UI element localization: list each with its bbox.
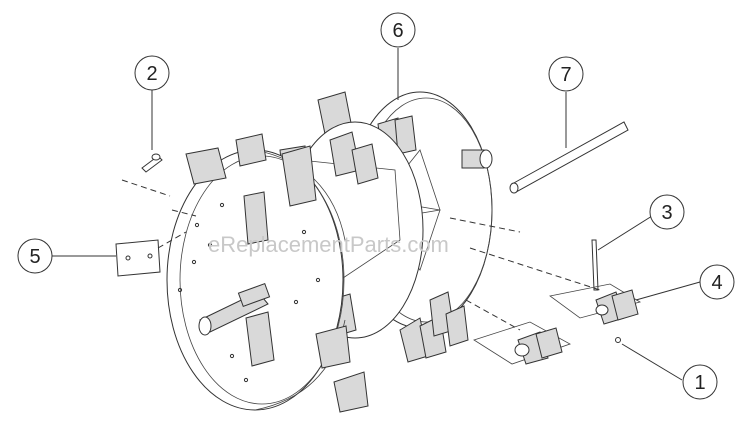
callout-6: 6 xyxy=(380,12,416,48)
plate-part-5 xyxy=(115,231,187,277)
callout-3: 3 xyxy=(649,194,685,230)
callout-4: 4 xyxy=(699,264,735,300)
callout-1-label: 1 xyxy=(694,372,705,394)
callout-3-label: 3 xyxy=(661,202,672,224)
lower-tine-assembly xyxy=(473,321,571,365)
callout-4-label: 4 xyxy=(711,272,722,294)
callout-5-label: 5 xyxy=(29,246,40,268)
tine-assembly-part-4 xyxy=(549,283,642,343)
watermark: eReplacementParts.com xyxy=(208,232,449,257)
front-rotor-disc xyxy=(166,133,369,413)
alignment-line-tine xyxy=(469,247,601,291)
callout-6-label: 6 xyxy=(392,20,403,42)
leader-line-1 xyxy=(621,343,683,381)
bolt-part-2 xyxy=(121,153,171,197)
leader-line-4 xyxy=(635,281,701,301)
callout-7: 7 xyxy=(548,56,584,92)
leader-line-3 xyxy=(597,215,653,251)
alignment-line-lower xyxy=(465,299,521,331)
callout-1: 1 xyxy=(682,364,718,400)
alignment-line-shaft xyxy=(449,217,521,233)
drive-shaft xyxy=(509,121,629,194)
callout-7-label: 7 xyxy=(560,64,571,86)
pin-part-3 xyxy=(591,239,599,291)
callout-2: 2 xyxy=(134,55,170,91)
callout-2-label: 2 xyxy=(146,63,157,85)
callout-5: 5 xyxy=(17,238,53,274)
